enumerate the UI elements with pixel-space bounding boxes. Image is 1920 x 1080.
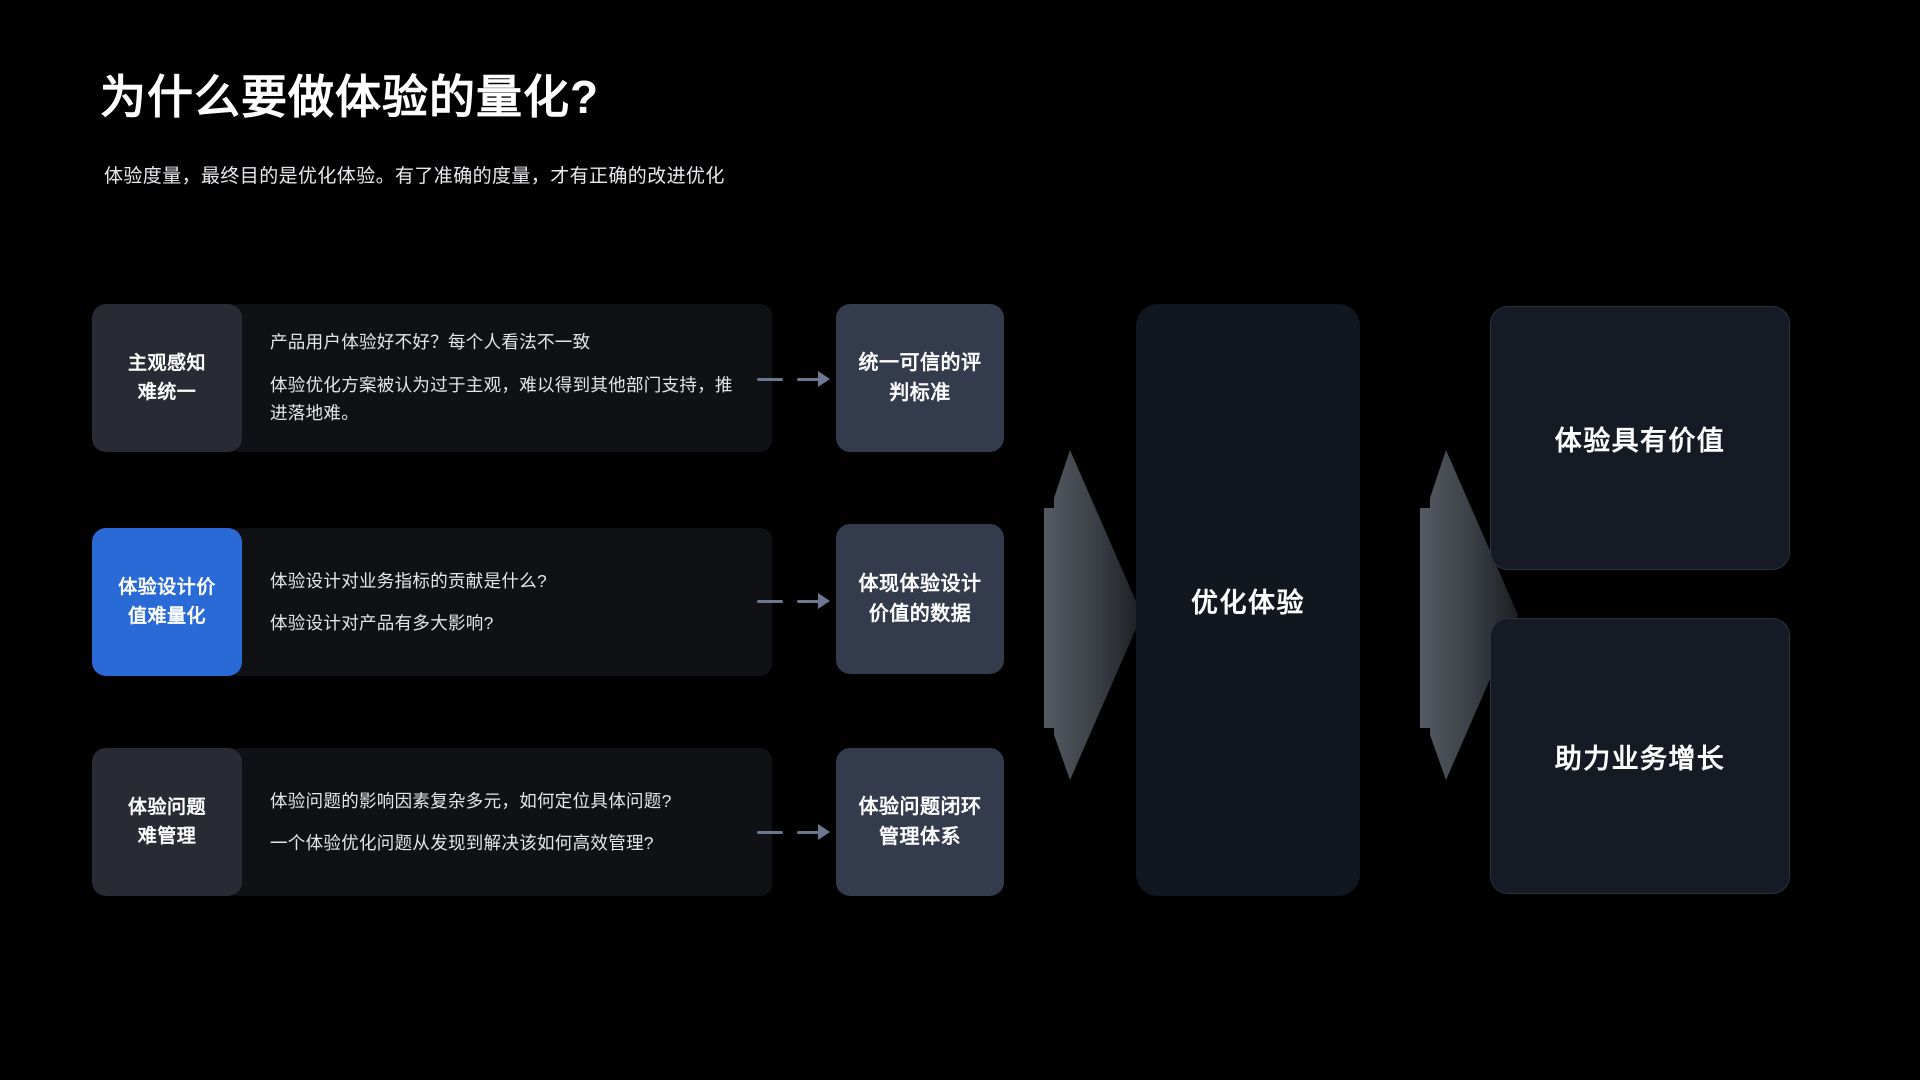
connector-stem — [797, 599, 819, 603]
arrow-head-icon — [818, 371, 830, 387]
outcome-card[interactable]: 体验问题闭环管理体系 — [836, 748, 1004, 896]
connector-stem — [797, 377, 819, 381]
page-title: 为什么要做体验的量化? — [100, 71, 600, 123]
result-card[interactable]: 助力业务增长 — [1490, 618, 1790, 894]
problem-body-line: 一个体验优化问题从发现到解决该如何高效管理? — [270, 833, 654, 853]
connector-stem — [797, 830, 819, 834]
connector-dash — [757, 599, 783, 603]
problem-label-card[interactable]: 主观感知难统一 — [92, 304, 242, 452]
center-pillar-card[interactable]: 优化体验 — [1136, 304, 1360, 896]
connector-dash — [757, 377, 783, 381]
problem-body-panel: 体验问题的影响因素复杂多元，如何定位具体问题? 一个体验优化问题从发现到解决该如… — [228, 748, 772, 896]
connector-dash — [757, 830, 783, 834]
outcome-card[interactable]: 体现体验设计价值的数据 — [836, 524, 1004, 674]
problem-body-line: 产品用户体验好不好？每个人看法不一致 — [270, 332, 591, 353]
problem-body-line: 体验问题的影响因素复杂多元，如何定位具体问题? — [270, 790, 672, 811]
problem-row: 体验设计价值难量化 体验设计对业务指标的贡献是什么? 体验设计对产品有多大影响? — [92, 528, 772, 676]
page-subtitle: 体验度量，最终目的是优化体验。有了准确的度量，才有正确的改进优化 — [104, 166, 725, 188]
flow-connector-arrow — [757, 821, 835, 843]
outcome-card[interactable]: 统一可信的评判标准 — [836, 304, 1004, 452]
arrow-head-icon — [818, 593, 830, 609]
problem-row: 主观感知难统一 产品用户体验好不好？每个人看法不一致 体验优化方案被认为过于主观… — [92, 304, 772, 452]
problem-row: 体验问题难管理 体验问题的影响因素复杂多元，如何定位具体问题? 一个体验优化问题… — [92, 748, 772, 896]
problem-body-line: 体验设计对产品有多大影响? — [270, 613, 494, 633]
problem-body-panel: 产品用户体验好不好？每个人看法不一致 体验优化方案被认为过于主观，难以得到其他部… — [228, 304, 772, 452]
problem-body-panel: 体验设计对业务指标的贡献是什么? 体验设计对产品有多大影响? — [228, 528, 772, 676]
large-arrow-icon — [1418, 450, 1530, 780]
problem-label-card-active[interactable]: 体验设计价值难量化 — [92, 528, 242, 676]
arrow-head-icon — [818, 824, 830, 840]
large-arrow-icon — [1042, 450, 1154, 780]
slide-header: 为什么要做体验的量化? 体验度量，最终目的是优化体验。有了准确的度量，才有正确的… — [100, 70, 725, 188]
problem-body-line: 体验优化方案被认为过于主观，难以得到其他部门支持，推进落地难。 — [270, 374, 733, 424]
problem-label-card[interactable]: 体验问题难管理 — [92, 748, 242, 896]
result-card[interactable]: 体验具有价值 — [1490, 306, 1790, 570]
problem-body-line: 体验设计对业务指标的贡献是什么? — [270, 570, 548, 591]
flow-connector-arrow — [757, 590, 835, 612]
flow-connector-arrow — [757, 368, 835, 390]
